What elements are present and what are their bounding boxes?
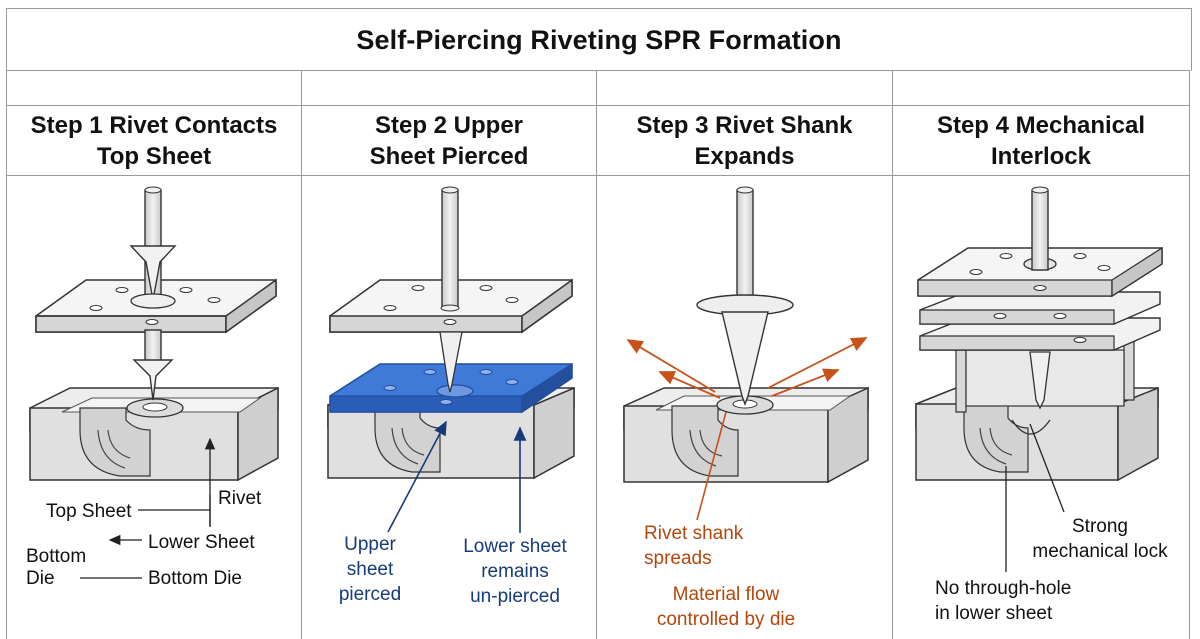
rivet [1029, 186, 1051, 410]
label-rivet-shank-spreads: Rivet shank spreads [644, 523, 744, 569]
bottom-die-block [623, 386, 869, 484]
label-lower-sheet-remains: Lower sheet remains un-pierced [463, 536, 567, 607]
strong-lock-leader [1029, 423, 1065, 513]
step-4-panel [892, 175, 1190, 639]
step-2-illustration [327, 186, 575, 533]
diagram-title: Self-Piercing Riveting SPR Formation [356, 24, 842, 55]
diagram-title-bar: Self-Piercing Riveting SPR Formation [6, 8, 1192, 71]
label-material-flow: Material flow controlled by die [656, 584, 796, 630]
label-bottom-die-right: Bottom Die [148, 568, 242, 589]
step-4-heading: Step 4 Mechanical Interlock [936, 111, 1146, 170]
bottom-die-block [29, 386, 279, 482]
rivet [129, 186, 177, 401]
stacked-sheets [917, 246, 1163, 351]
label-bottom-die-left: Bottom Die [26, 546, 87, 589]
step-3-heading: Step 3 Rivet Shank Expands [636, 111, 853, 170]
rivet [439, 186, 463, 393]
step-2-heading: Step 2 Upper Sheet Pierced [369, 111, 529, 170]
label-lower-sheet: Lower Sheet [148, 532, 255, 553]
step-1-illustration [29, 186, 279, 579]
material-flow-arrows [626, 337, 868, 399]
label-upper-sheet-pierced: Upper sheet pierced [338, 534, 402, 605]
rivet-shank-leader [696, 411, 727, 521]
label-rivet: Rivet [218, 488, 262, 509]
step-3-illustration [623, 186, 869, 521]
label-strong-mechanical-lock: Strong mechanical lock [1032, 516, 1168, 562]
rivet [696, 186, 794, 406]
step-4-illustration [915, 186, 1163, 572]
upper-sheet-leader [387, 420, 447, 533]
step-1-heading: Step 1 Rivet Contacts Top Sheet [30, 111, 278, 170]
label-no-through-hole: No through-hole in lower sheet [935, 578, 1072, 624]
label-top-sheet: Top Sheet [46, 501, 132, 522]
